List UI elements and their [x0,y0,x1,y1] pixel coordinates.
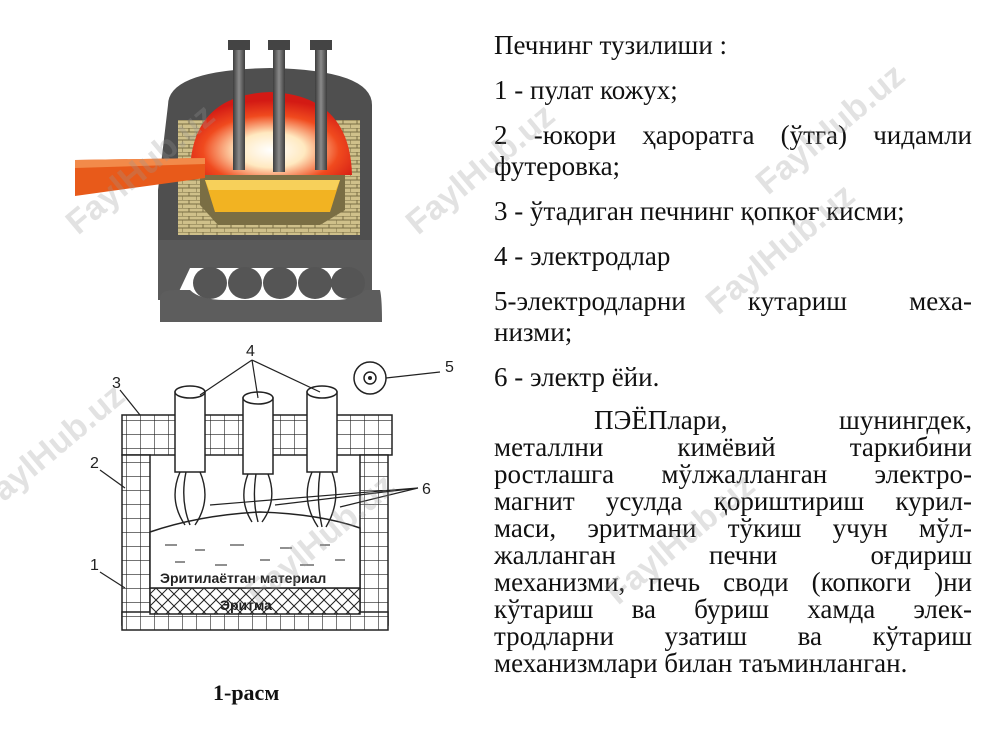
tapping-spout [75,158,205,196]
item-1: 1 - пулат кожух; [494,75,678,105]
figure-caption: 1-расм [213,680,280,705]
furnace-schematic: 4 3 2 1 5 6 Эритилаётган материал Эритма [90,343,454,631]
paragraph-line: кўтариш ва буриш хамда элек- [494,594,972,624]
paragraph-line: магнит усулда қориштириш курил- [494,486,972,516]
paragraph-line: тродларни узатиш ва кўтариш [494,621,972,651]
material-label: Эритилаётган материал [160,570,326,586]
paragraph-line: ростлашга мўлжалланган электро- [494,459,972,489]
leader-lines [99,359,441,589]
label-2: 2 [90,455,99,472]
label-3: 3 [112,375,121,392]
right-wall [359,454,389,626]
paragraph-line: ПЭЁПлари, шунингдек, [594,405,972,435]
figure-area: 4 3 2 1 5 6 Эритилаётган материал Эритма… [0,0,490,750]
item-2: 2 -юкори ҳароратга (ўтга) чидамли футеро… [494,120,972,181]
item-5: 5-электродларни кутариш меха- низми; [494,286,972,347]
slag-layer [205,180,340,190]
furnace-base [158,240,372,300]
paragraph-line: механизми, печь своди (копкоги )ни [494,567,972,597]
electrodes [228,40,332,172]
melt-label: Эритма [220,597,272,613]
heading: Печнинг тузилиши : [494,30,728,60]
description-text: Печнинг тузилиши : 1 - пулат кожух; 2 -ю… [494,30,972,691]
paragraph-line: жалланган печни оғдириш [494,540,972,570]
pedestal [160,290,382,322]
furnace-figure: 4 3 2 1 5 6 Эритилаётган материал Эритма [75,40,454,631]
label-4: 4 [246,343,255,360]
furnace-illustration [75,40,382,322]
schematic-electrodes [174,385,338,475]
item-3: 3 - ўтадиган печнинг қопқоғ кисми; [494,196,905,226]
item-4: 4 - электродлар [494,241,671,271]
item-6: 6 - электр ёйи. [494,362,660,392]
label-5: 5 [445,359,454,376]
label-6: 6 [422,481,431,498]
charge-material [149,511,361,589]
arc-flame [190,92,352,175]
paragraph-line: металлни кимёвий таркибини [494,432,972,462]
paragraph-line: маси, эритмани тўкиш учун мўл- [494,513,972,543]
left-wall [121,454,151,626]
arcs [174,471,337,528]
body-paragraph: ПЭЁПлари, шунингдек,металлни кимёвий тар… [494,407,972,677]
label-1: 1 [90,557,99,574]
paragraph-line: механизмлари билан таъминланган. [494,648,908,678]
support-rollers [193,267,365,299]
